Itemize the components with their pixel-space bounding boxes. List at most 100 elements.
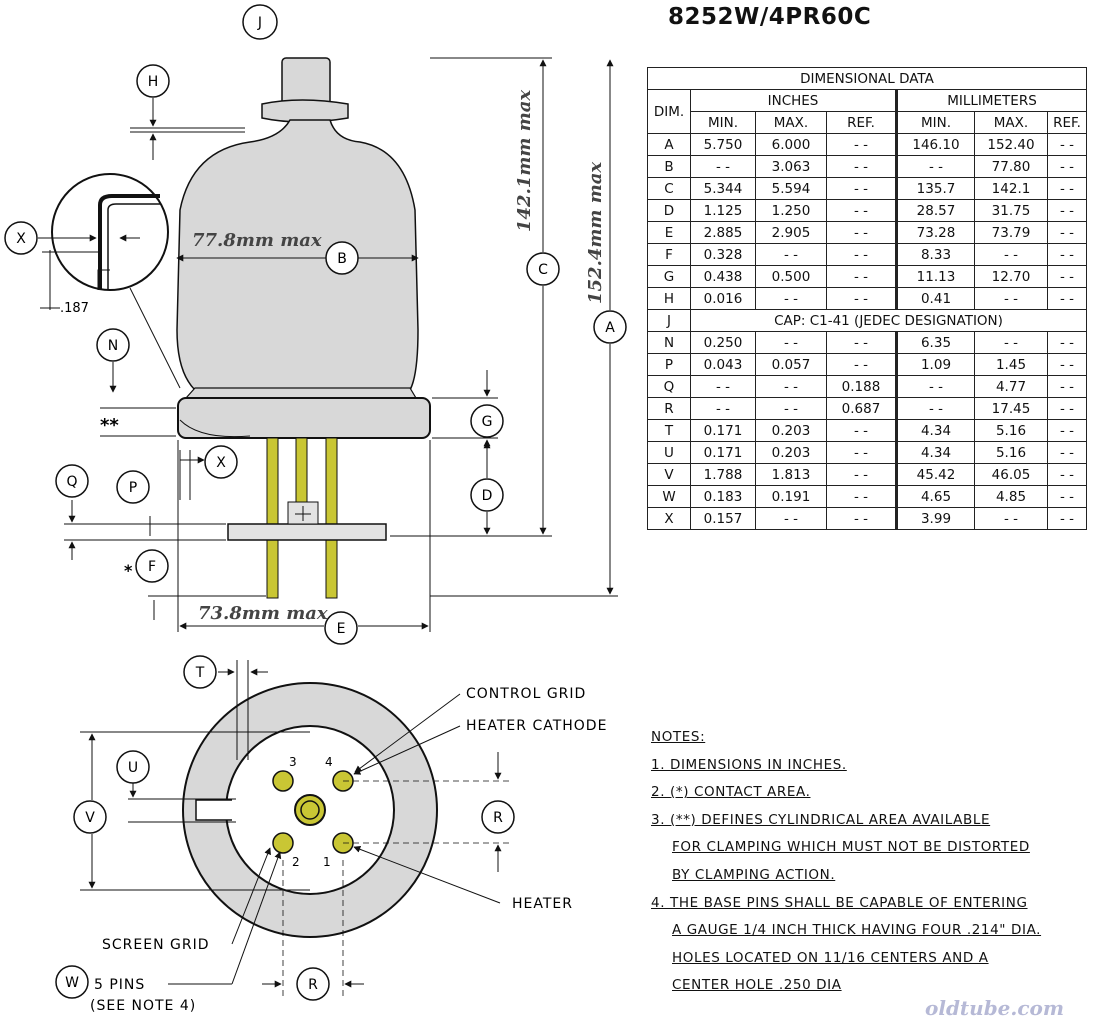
clamp-area-mark: **: [100, 415, 119, 436]
label-see-note: (SEE NOTE 4): [90, 998, 196, 1014]
dim-value-cell: - -: [826, 353, 897, 376]
watermark: oldtube.com: [925, 996, 1065, 1020]
dim-value-cell: - -: [1047, 177, 1087, 200]
dim-value-cell: - -: [826, 331, 897, 354]
dim-value-cell: - -: [1047, 133, 1087, 156]
dim-value-cell: - -: [826, 463, 897, 486]
dim-value-cell: 4.34: [895, 441, 975, 464]
dim-value-cell: - -: [974, 287, 1048, 310]
dim-value-cell: 5.16: [974, 419, 1048, 442]
dim-value-cell: 45.42: [895, 463, 975, 486]
dim-value-cell: 3.063: [755, 155, 827, 178]
callout-f: F: [148, 559, 156, 575]
dim-value-cell: 1.45: [974, 353, 1048, 376]
dim-letter-cell: J: [647, 309, 691, 332]
dim-letter-cell: W: [647, 485, 691, 508]
dim-value-cell: - -: [1047, 485, 1087, 508]
note-3-line-3: BY CLAMPING ACTION.: [672, 866, 836, 883]
detail-view: [40, 173, 181, 389]
dim-value-cell: 46.05: [974, 463, 1048, 486]
dim-value-cell: - -: [826, 177, 897, 200]
note-1: 1. DIMENSIONS IN INCHES.: [651, 756, 847, 773]
dim-letter-cell: X: [647, 507, 691, 530]
dim-letter-cell: V: [647, 463, 691, 486]
label-five-pins: 5 PINS: [94, 977, 145, 993]
dim-value-cell: - -: [826, 243, 897, 266]
label-control-grid: CONTROL GRID: [466, 686, 586, 702]
dimension-callouts: J H X N Q P X F B C A G D E T U V R R: [4, 4, 627, 1001]
dim-letter-cell: T: [647, 419, 691, 442]
dim-value-cell: 73.79: [974, 221, 1048, 244]
callout-r-right: R: [493, 810, 503, 826]
dim-value-cell: 0.250: [690, 331, 756, 354]
dim-value-cell: 0.043: [690, 353, 756, 376]
contact-area-mark: *: [124, 561, 133, 580]
callout-w: W: [65, 975, 79, 991]
dim-letter-cell: G: [647, 265, 691, 288]
note-4-line-4: CENTER HOLE .250 DIA: [672, 977, 842, 994]
dim-value-cell: 3.99: [895, 507, 975, 530]
label-heater: HEATER: [512, 896, 573, 912]
dim-value-cell: - -: [755, 331, 827, 354]
dim-value-cell: 4.77: [974, 375, 1048, 398]
notes-block: NOTES: 1. DIMENSIONS IN INCHES. 2. (*) C…: [651, 724, 1041, 1000]
dim-value-cell: - -: [1047, 353, 1087, 376]
dimensional-data-table: DIMENSIONAL DATA DIM. INCHES MILLIMETERS…: [647, 67, 1087, 530]
sub-header: MAX.: [755, 111, 827, 134]
dim-value-cell: - -: [1047, 463, 1087, 486]
dim-value-cell: 6.35: [895, 331, 975, 354]
dim-value-cell: - -: [974, 507, 1048, 530]
dim-letter-cell: Q: [647, 375, 691, 398]
note-4-line-2: A GAUGE 1/4 INCH THICK HAVING FOUR .214"…: [672, 922, 1042, 939]
dim-value-cell: - -: [755, 243, 827, 266]
callout-a: A: [605, 320, 615, 336]
dim-value-cell: 2.905: [755, 221, 827, 244]
inches-header: INCHES: [690, 89, 897, 112]
top-cap: [261, 57, 349, 123]
callout-e: E: [337, 621, 346, 637]
dim-value-cell: - -: [826, 441, 897, 464]
dim-value-cell: - -: [755, 375, 827, 398]
dim-value-cell: 142.1: [974, 177, 1048, 200]
dim-value-cell: - -: [1047, 155, 1087, 178]
dim-value-cell: 0.191: [755, 485, 827, 508]
note-3-line-2: FOR CLAMPING WHICH MUST NOT BE DISTORTED: [672, 839, 1030, 856]
dim-value-cell: 1.125: [690, 199, 756, 222]
dim-value-cell: - -: [974, 243, 1048, 266]
dim-letter-cell: N: [647, 331, 691, 354]
dim-value-cell: - -: [826, 155, 897, 178]
dim-value-cell: 0.171: [690, 441, 756, 464]
dim-value-cell: 4.85: [974, 485, 1048, 508]
dim-value-cell: - -: [1047, 199, 1087, 222]
dim-value-cell: - -: [826, 485, 897, 508]
dim-value-cell: - -: [690, 375, 756, 398]
sub-header: MIN.: [690, 111, 756, 134]
dim-letter-cell: C: [647, 177, 691, 200]
table-row: R- -- -0.687- -17.45- -: [647, 397, 1087, 420]
dim-value-cell: - -: [826, 265, 897, 288]
dim-value-cell: - -: [1047, 397, 1087, 420]
dim-value-cell: - -: [1047, 265, 1087, 288]
callout-c: C: [538, 262, 548, 278]
dim-value-cell: - -: [1047, 331, 1087, 354]
callout-d: D: [482, 488, 493, 504]
dim-value-cell: 6.000: [755, 133, 827, 156]
dim-value-cell: - -: [1047, 507, 1087, 530]
dim-letter-cell: F: [647, 243, 691, 266]
dim-value-cell: - -: [1047, 419, 1087, 442]
dim-c-annotation: 142.1mm max: [514, 90, 535, 232]
dim-value-cell: 28.57: [895, 199, 975, 222]
dim-value-cell: - -: [826, 507, 897, 530]
callout-n: N: [108, 338, 118, 354]
locating-plate: [227, 523, 387, 541]
pin-number-2: 2: [292, 855, 300, 869]
dim-value-cell: 1.788: [690, 463, 756, 486]
millimeters-header: MILLIMETERS: [895, 89, 1087, 112]
dim-value-cell: - -: [974, 331, 1048, 354]
dim-value-cell: 0.687: [826, 397, 897, 420]
label-heater-cathode: HEATER CATHODE: [466, 718, 607, 734]
pin-number-1: 1: [323, 855, 331, 869]
